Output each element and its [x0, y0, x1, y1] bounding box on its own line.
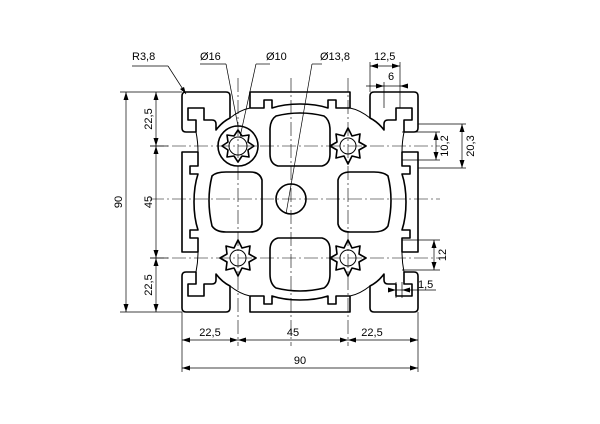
- inner-cavities: [208, 112, 392, 292]
- label-left-45: 45: [143, 196, 155, 208]
- cavity-left: [208, 171, 263, 233]
- label-bot-22-5-right: 22,5: [361, 327, 382, 339]
- label-d13: Ø13,8: [320, 51, 350, 63]
- profile-outline: [181, 91, 419, 313]
- label-top-12-5: 12,5: [374, 51, 395, 63]
- label-right-12: 12: [437, 249, 449, 261]
- label-right-1-5: 1,5: [418, 279, 433, 291]
- channel-tr-star: [329, 127, 367, 165]
- connector-left-top: [195, 131, 199, 153]
- cavity-right: [337, 171, 392, 233]
- label-right-20-3: 20,3: [465, 135, 477, 156]
- right-bridge: [401, 151, 419, 253]
- top-dimensions: [132, 62, 408, 215]
- center-lines: [150, 78, 440, 346]
- label-bot-45: 45: [287, 327, 299, 339]
- connector-bot-left: [229, 285, 251, 297]
- left-dimensions: [120, 91, 182, 313]
- label-bot-22-5-left: 22,5: [199, 327, 220, 339]
- corner-bottom-left: [181, 271, 231, 313]
- bottom-dimensions: [181, 312, 419, 372]
- cavity-top: [269, 112, 331, 167]
- top-bridge: [249, 91, 351, 109]
- corner-bottom-right: [369, 271, 419, 313]
- connector-left-bot: [195, 251, 199, 273]
- connector-right-top: [401, 131, 405, 153]
- cavity-bottom: [269, 237, 331, 292]
- label-bot-90: 90: [294, 355, 306, 367]
- label-right-10-2: 10,2: [439, 135, 451, 156]
- label-d10: Ø10: [266, 51, 287, 63]
- corner-top-left: [181, 91, 231, 133]
- label-radius: R3,8: [132, 51, 155, 63]
- right-dimensions: [388, 123, 466, 298]
- connector-bot-right: [349, 285, 371, 297]
- label-left-90: 90: [113, 196, 125, 208]
- label-d16: Ø16: [200, 51, 221, 63]
- bottom-bridge: [249, 295, 351, 313]
- corner-top-right: [369, 91, 419, 133]
- left-bridge: [181, 151, 199, 253]
- label-left-22-5-top: 22,5: [143, 108, 155, 129]
- screw-channels: [217, 125, 367, 277]
- label-top-6: 6: [388, 71, 394, 83]
- connector-right-bot: [401, 251, 405, 273]
- connector-top-right: [349, 107, 371, 119]
- connector-top-left: [229, 107, 251, 119]
- dimension-labels: R3,8 Ø16 Ø10 Ø13,8 12,5 6 10,2 20,3 12 1…: [113, 51, 477, 367]
- label-left-22-5-bot: 22,5: [143, 274, 155, 295]
